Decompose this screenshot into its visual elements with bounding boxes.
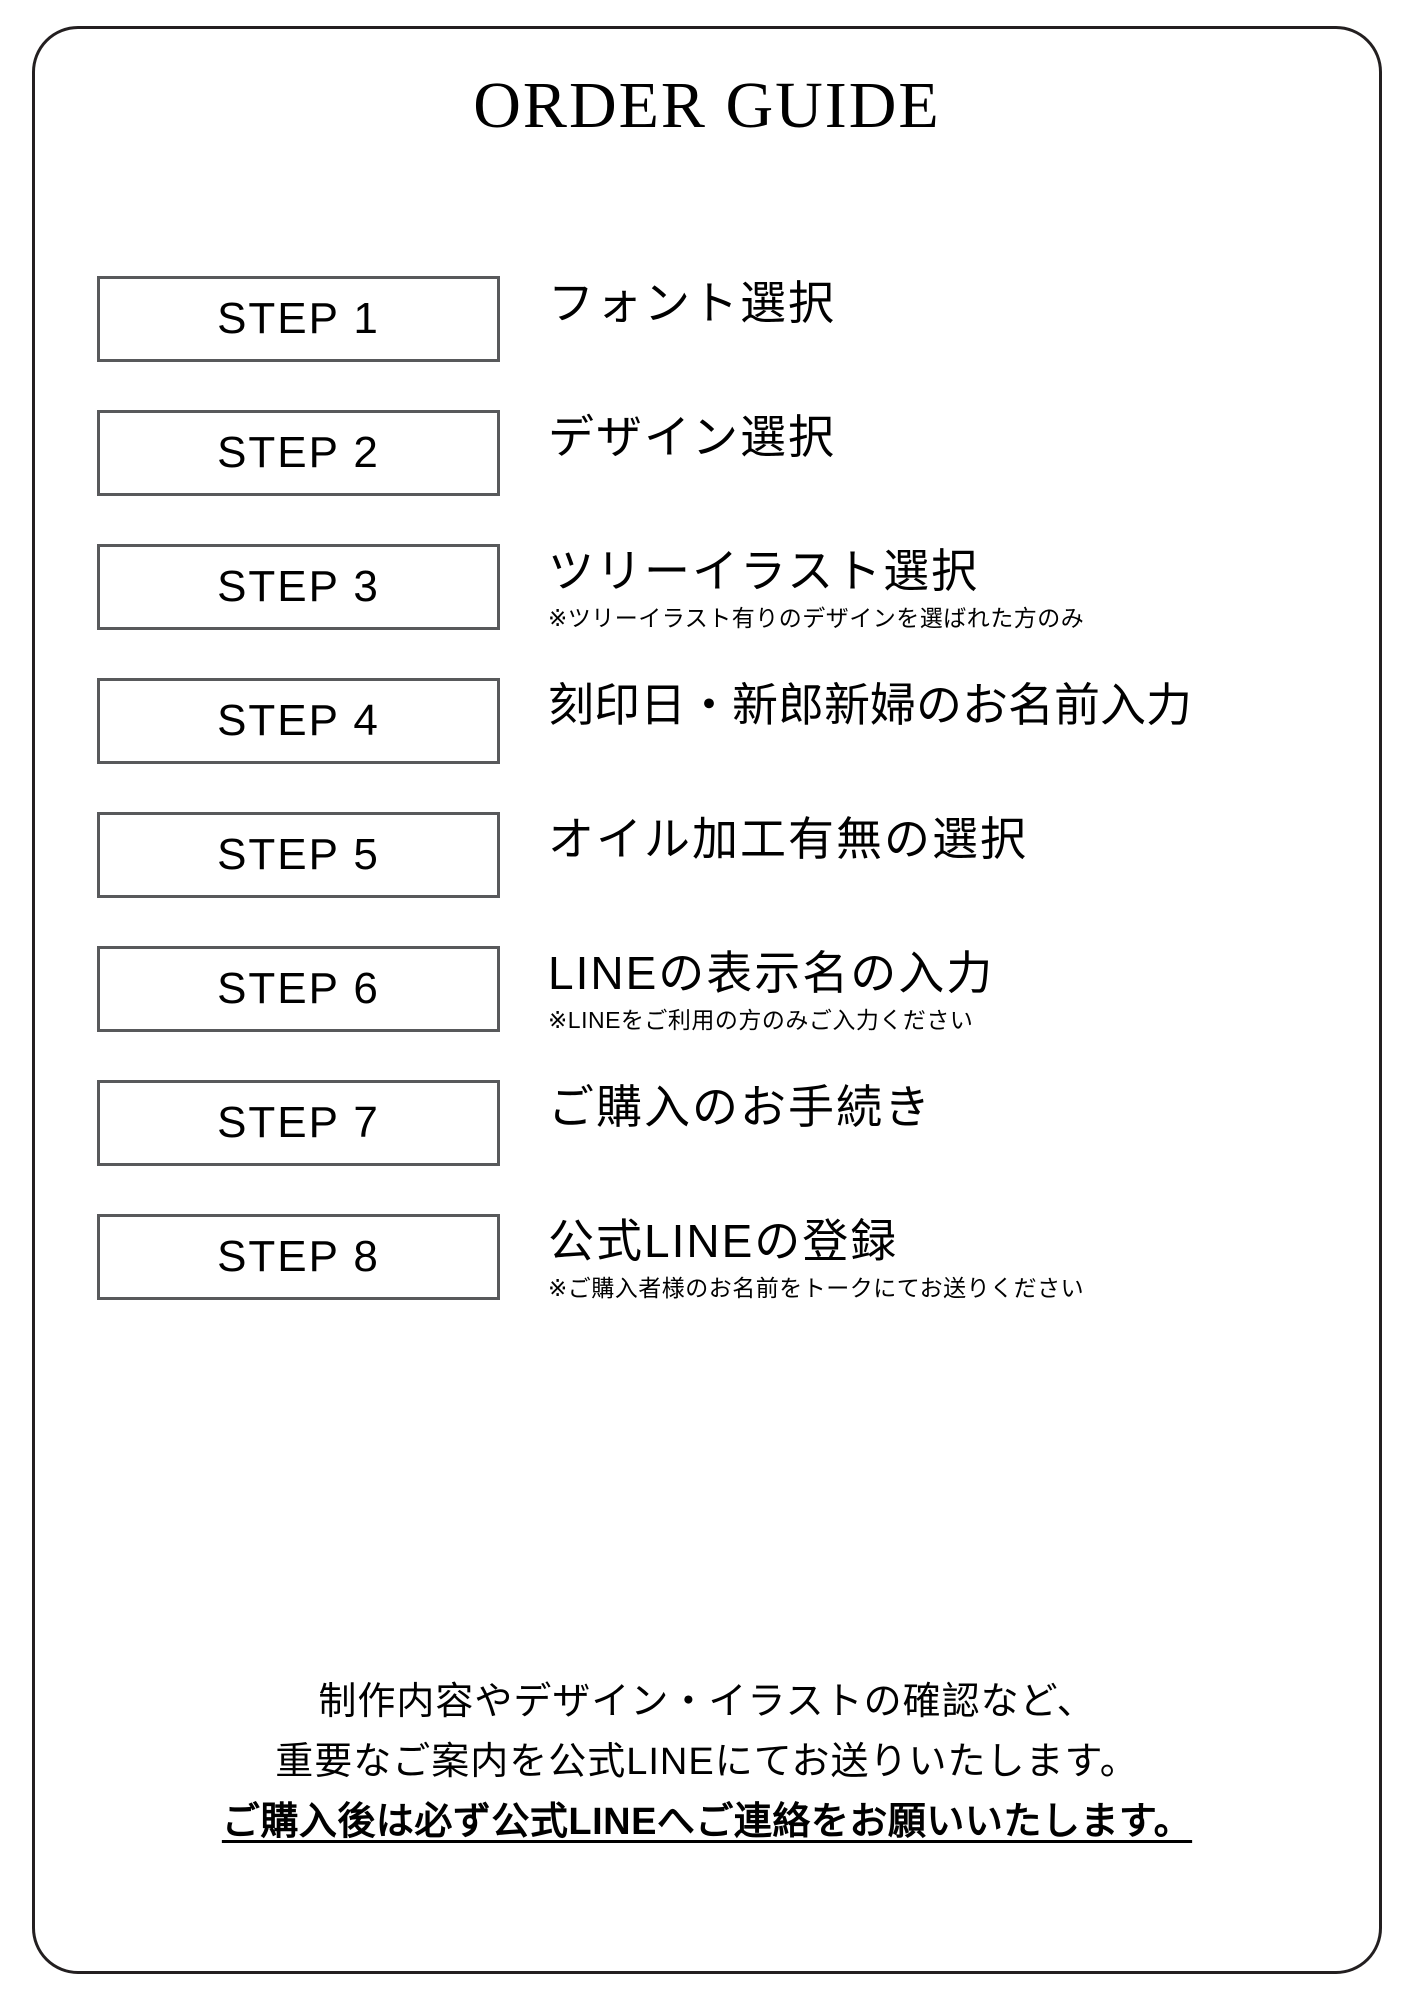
step-badge-label: STEP 5: [217, 830, 380, 879]
step-text-block: LINEの表示名の入力 ※LINEをご利用の方のみご入力ください: [548, 946, 994, 1034]
step-row: STEP 7 ご購入のお手続き: [0, 1080, 1414, 1214]
step-note: ※ツリーイラスト有りのデザインを選ばれた方のみ: [548, 604, 1085, 631]
step-label: 公式LINEの登録: [548, 1215, 899, 1267]
step-badge-label: STEP 6: [217, 964, 380, 1013]
step-label: 刻印日・新郎新婦のお名前入力: [548, 679, 1192, 731]
page-title: ORDER GUIDE: [473, 69, 941, 142]
step-badge-label: STEP 1: [217, 294, 380, 343]
step-badge-label: STEP 7: [217, 1098, 380, 1147]
step-note: ※ご購入者様のお名前をトークにてお送りください: [548, 1274, 1085, 1301]
step-row: STEP 3 ツリーイラスト選択 ※ツリーイラスト有りのデザインを選ばれた方のみ: [0, 544, 1414, 678]
footer-note: 制作内容やデザイン・イラストの確認など、 重要なご案内を公式LINEにてお送りい…: [0, 1672, 1414, 1852]
step-label: デザイン選択: [548, 411, 836, 463]
step-badge-8: STEP 8: [97, 1214, 500, 1300]
footer-line-1: 制作内容やデザイン・イラストの確認など、: [318, 1681, 1096, 1723]
step-badge-label: STEP 8: [217, 1232, 380, 1281]
step-row: STEP 2 デザイン選択: [0, 410, 1414, 544]
step-label: ツリーイラスト選択: [548, 545, 980, 597]
step-text-block: ご購入のお手続き: [548, 1080, 932, 1134]
step-badge-3: STEP 3: [97, 544, 500, 630]
step-label: オイル加工有無の選択: [548, 813, 1028, 865]
step-row: STEP 5 オイル加工有無の選択: [0, 812, 1414, 946]
step-text-block: フォント選択: [548, 276, 836, 330]
step-label: LINEの表示名の入力: [548, 947, 995, 999]
step-badge-5: STEP 5: [97, 812, 500, 898]
steps-list: STEP 1 フォント選択 STEP 2 デザイン選択 STEP 3 ツリーイラ…: [0, 276, 1414, 1348]
step-badge-label: STEP 3: [217, 562, 380, 611]
step-row: STEP 4 刻印日・新郎新婦のお名前入力: [0, 678, 1414, 812]
step-text-block: デザイン選択: [548, 410, 836, 464]
step-text-block: ツリーイラスト選択 ※ツリーイラスト有りのデザインを選ばれた方のみ: [548, 544, 1084, 632]
step-badge-2: STEP 2: [97, 410, 500, 496]
step-badge-4: STEP 4: [97, 678, 500, 764]
step-text-block: オイル加工有無の選択: [548, 812, 1028, 866]
step-label: フォント選択: [548, 277, 836, 329]
footer-line-2: 重要なご案内を公式LINEにてお送りいたします。: [275, 1741, 1139, 1784]
footer-line-3-emphasis: ご購入後は必ず公式LINEへご連絡をお願いいたします。: [221, 1801, 1193, 1844]
step-note: ※LINEをご利用の方のみご入力ください: [548, 1006, 974, 1033]
step-badge-label: STEP 2: [217, 428, 380, 477]
step-badge-6: STEP 6: [97, 946, 500, 1032]
step-badge-1: STEP 1: [97, 276, 500, 362]
step-badge-7: STEP 7: [97, 1080, 500, 1166]
step-row: STEP 6 LINEの表示名の入力 ※LINEをご利用の方のみご入力ください: [0, 946, 1414, 1080]
step-text-block: 公式LINEの登録 ※ご購入者様のお名前をトークにてお送りください: [548, 1214, 1084, 1302]
step-row: STEP 8 公式LINEの登録 ※ご購入者様のお名前をトークにてお送りください: [0, 1214, 1414, 1348]
step-label: ご購入のお手続き: [548, 1081, 932, 1133]
step-row: STEP 1 フォント選択: [0, 276, 1414, 410]
step-badge-label: STEP 4: [217, 696, 380, 745]
step-text-block: 刻印日・新郎新婦のお名前入力: [548, 678, 1192, 732]
